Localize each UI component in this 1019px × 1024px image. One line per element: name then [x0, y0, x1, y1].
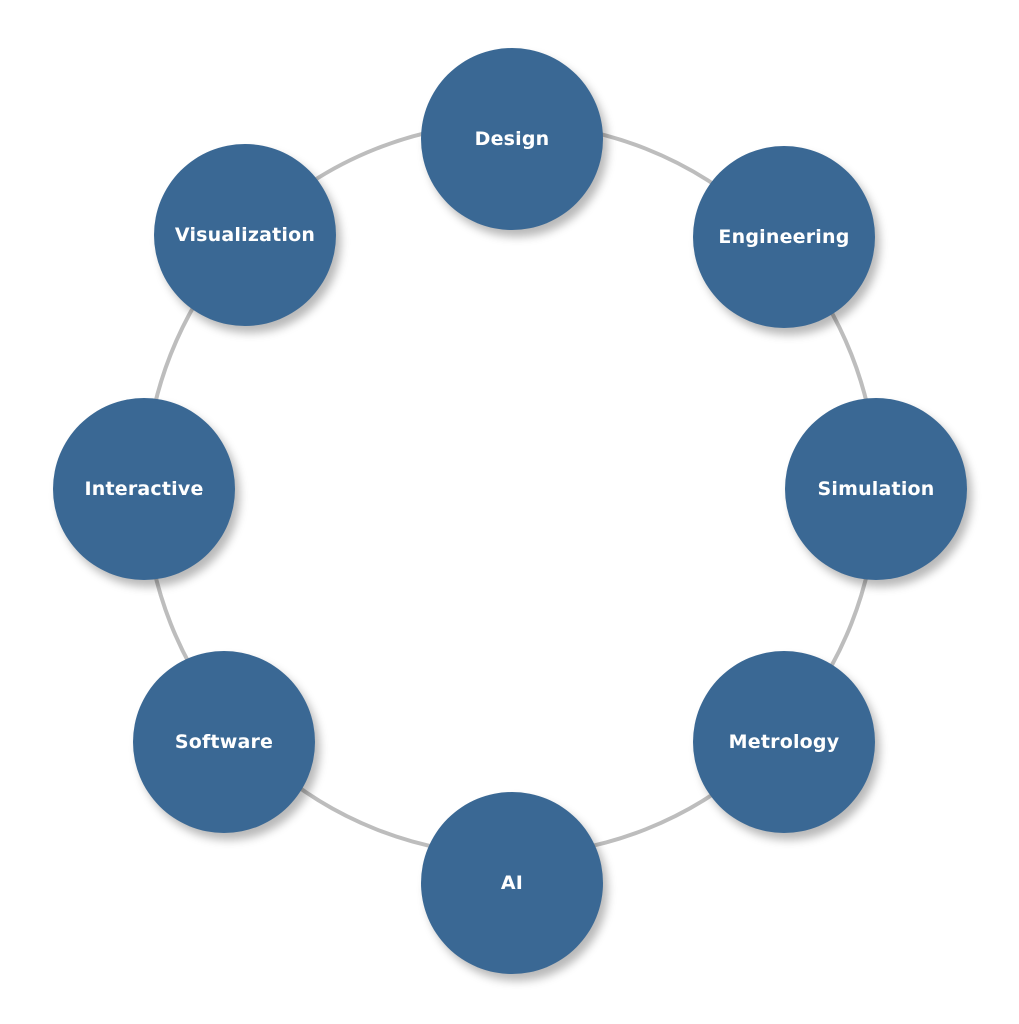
node-metrology[interactable]: Metrology	[693, 651, 875, 833]
node-software[interactable]: Software	[133, 651, 315, 833]
node-ai-label: AI	[500, 872, 524, 894]
node-design[interactable]: Design	[421, 48, 603, 230]
node-simulation-label: Simulation	[817, 478, 935, 500]
node-design-label: Design	[474, 128, 550, 150]
node-interactive-label: Interactive	[84, 478, 204, 500]
node-interactive[interactable]: Interactive	[53, 398, 235, 580]
node-visualization[interactable]: Visualization	[154, 144, 336, 326]
node-metrology-label: Metrology	[728, 731, 840, 753]
node-engineering[interactable]: Engineering	[693, 146, 875, 328]
node-software-label: Software	[174, 731, 274, 753]
node-engineering-label: Engineering	[718, 226, 850, 248]
node-simulation[interactable]: Simulation	[785, 398, 967, 580]
node-visualization-label: Visualization	[174, 224, 316, 246]
node-ai[interactable]: AI	[421, 792, 603, 974]
